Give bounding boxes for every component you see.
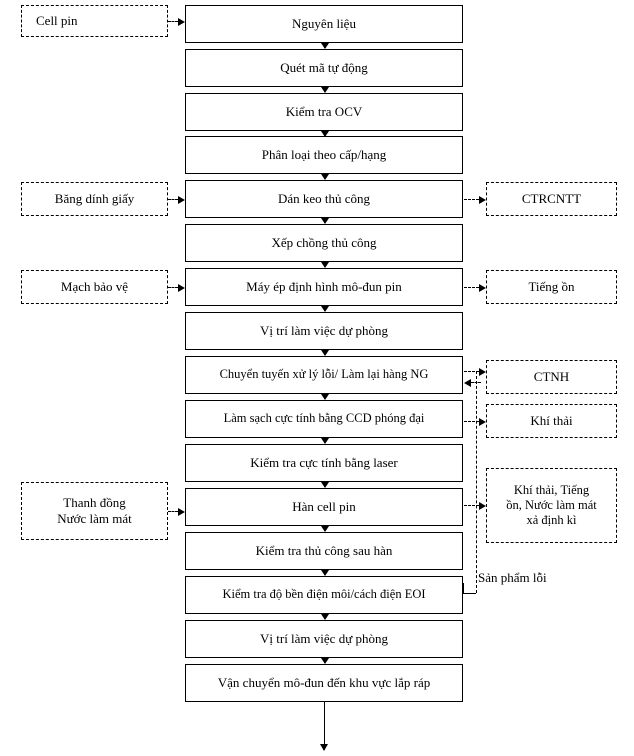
connector-arrow-down	[320, 131, 329, 137]
input-box-label: Mạch bảo vệ	[60, 279, 129, 295]
process-step-label: Kiểm tra độ bền điện môi/cách điện EOI	[222, 587, 426, 602]
process-step-han-cell-pin[interactable]: Hàn cell pin	[185, 488, 463, 526]
process-step-label: Hàn cell pin	[292, 499, 356, 515]
input-connector-thanh-dong	[168, 508, 185, 516]
input-box-label-line-2: Nước làm mát	[57, 511, 132, 526]
output-box-khi-thai[interactable]: Khí thải	[486, 404, 617, 438]
input-box-bang-dinh-giay[interactable]: Băng dính giấy	[21, 182, 168, 216]
rework-elbow-horizontal	[463, 593, 476, 594]
connector-arrow-down	[320, 658, 329, 664]
annotation-label: Sản phẩm lỗi	[478, 570, 547, 585]
output-connector-khi-thai	[464, 418, 486, 426]
process-step-label: Vận chuyển mô-đun đến khu vực lắp ráp	[217, 675, 431, 691]
process-step-chuyen-tuyen-ng[interactable]: Chuyển tuyến xử lý lỗi/ Làm lại hàng NG	[185, 356, 463, 394]
process-step-label: Máy ép định hình mô-đun pin	[246, 279, 402, 295]
input-box-cell-pin[interactable]: Cell pin	[21, 5, 168, 37]
process-step-xep-chong-thu-cong[interactable]: Xếp chồng thủ công	[185, 224, 463, 262]
process-step-kiem-tra-ocv[interactable]: Kiểm tra OCV	[185, 93, 463, 131]
process-step-label: Kiểm tra thủ công sau hàn	[255, 543, 393, 559]
process-step-may-ep-dinh-hinh[interactable]: Máy ép định hình mô-đun pin	[185, 268, 463, 306]
output-box-label-line-3: xả định kì	[526, 513, 577, 528]
connector-arrow-down	[320, 262, 329, 268]
output-box-ctnh[interactable]: CTNH	[486, 360, 617, 394]
input-connector-cell-pin	[168, 18, 185, 26]
connector-arrow-down	[320, 306, 329, 312]
flow-exit-arrow	[320, 702, 328, 751]
connector-arrow-down	[320, 350, 329, 356]
output-box-tieng-on[interactable]: Tiếng ồn	[486, 270, 617, 304]
process-step-vi-tri-du-phong-2[interactable]: Vị trí làm việc dự phòng	[185, 620, 463, 658]
input-box-label: Cell pin	[36, 13, 78, 29]
process-step-label: Phân loại theo cấp/hạng	[261, 147, 387, 163]
process-step-nguyen-lieu[interactable]: Nguyên liệu	[185, 5, 463, 43]
connector-arrow-down	[320, 482, 329, 488]
process-step-vi-tri-du-phong-1[interactable]: Vị trí làm việc dự phòng	[185, 312, 463, 350]
process-step-label: Kiểm tra OCV	[285, 104, 363, 120]
connector-arrow-down	[320, 87, 329, 93]
output-box-label: Tiếng ồn	[528, 279, 575, 295]
output-box-label: CTNH	[533, 369, 570, 385]
process-step-label: Vị trí làm việc dự phòng	[260, 631, 388, 647]
connector-arrow-down	[320, 174, 329, 180]
annotation-san-pham-loi: Sản phẩm lỗi	[478, 570, 547, 586]
process-step-label: Nguyên liệu	[292, 16, 356, 32]
connector-arrow-down	[320, 614, 329, 620]
output-box-label-line-2: ồn, Nước làm mát	[506, 497, 597, 512]
connector-arrow-down	[320, 394, 329, 400]
process-step-kiem-tra-sau-han[interactable]: Kiểm tra thủ công sau hàn	[185, 532, 463, 570]
process-step-label: Xếp chồng thủ công	[271, 235, 377, 251]
output-connector-khi-thai-tieng-on	[464, 502, 486, 510]
output-connector-ctrcntt	[464, 196, 486, 204]
output-box-khi-thai-tieng-on[interactable]: Khí thải, Tiếng ồn, Nước làm mát xả định…	[486, 468, 617, 543]
input-box-thanh-dong[interactable]: Thanh đồng Nước làm mát	[21, 482, 168, 540]
process-step-lam-sach-ccd[interactable]: Làm sạch cực tính bằng CCD phóng đại	[185, 400, 463, 438]
connector-arrow-down	[320, 438, 329, 444]
process-step-label: Làm sạch cực tính bằng CCD phóng đại	[223, 411, 425, 426]
output-connector-tieng-on	[464, 284, 486, 292]
connector-arrow-down	[320, 43, 329, 49]
rework-elbow-vertical	[463, 583, 464, 594]
process-step-label: Chuyển tuyến xử lý lỗi/ Làm lại hàng NG	[219, 367, 429, 382]
input-box-label-line-1: Thanh đồng	[63, 495, 126, 511]
input-connector-mach-bao-ve	[168, 284, 185, 292]
process-step-van-chuyen-lap-rap[interactable]: Vận chuyển mô-đun đến khu vực lắp ráp	[185, 664, 463, 702]
connector-arrow-down	[320, 570, 329, 576]
connector-arrow-down	[320, 218, 329, 224]
process-step-label: Kiểm tra cực tính bằng laser	[250, 455, 398, 471]
rework-spine-line	[476, 371, 477, 593]
input-box-mach-bao-ve[interactable]: Mạch bảo vệ	[21, 270, 168, 304]
output-box-label: CTRCNTT	[521, 191, 582, 207]
input-box-label: Băng dính giấy	[54, 191, 135, 207]
process-step-quet-ma-tu-dong[interactable]: Quét mã tự động	[185, 49, 463, 87]
process-step-dan-keo-thu-cong[interactable]: Dán keo thủ công	[185, 180, 463, 218]
process-step-kiem-tra-eoi[interactable]: Kiểm tra độ bền điện môi/cách điện EOI	[185, 576, 463, 614]
process-step-label: Dán keo thủ công	[277, 191, 371, 207]
connector-arrow-down	[320, 526, 329, 532]
output-box-ctrcntt[interactable]: CTRCNTT	[486, 182, 617, 216]
output-box-label: Khí thải	[530, 413, 573, 429]
process-step-phan-loai[interactable]: Phân loại theo cấp/hạng	[185, 136, 463, 174]
input-connector-bang-dinh-giay	[168, 196, 185, 204]
output-box-label-line-1: Khí thải, Tiếng	[513, 482, 590, 497]
process-step-label: Quét mã tự động	[280, 60, 368, 76]
output-connector-ctnh	[464, 368, 486, 376]
process-step-kiem-tra-laser[interactable]: Kiểm tra cực tính bằng laser	[185, 444, 463, 482]
process-step-label: Vị trí làm việc dự phòng	[260, 323, 388, 339]
